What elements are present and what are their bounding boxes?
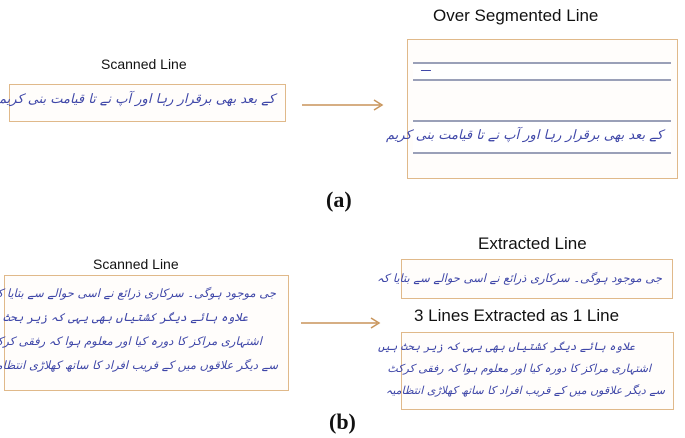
- handwritten-line-b4: سے دیگر علاقوں میں کے قریب افراد کا ساتھ…: [0, 358, 278, 372]
- extracted-line-box: جی موجود ہوگی۔ سرکاری ذرائع نے اسی حوالے…: [377, 259, 673, 299]
- over-segmented-label: Over Segmented Line: [433, 6, 599, 25]
- segment-line: کے بعد بھی برقرار رہا اور آپ نے تا قیامت…: [386, 120, 671, 154]
- scanned-line-label-b: Scanned Line: [93, 256, 179, 272]
- handwritten-merged-line-3: سے دیگر علاقوں میں کے قریب افراد کا ساتھ…: [385, 384, 665, 397]
- merged-lines-label: 3 Lines Extracted as 1 Line: [414, 306, 620, 325]
- handwritten-merged-line-1: علاوہ ہائے دیگر کشتیاں بھی یہی کہ زیر بح…: [377, 340, 635, 353]
- handwritten-fragment: ـــ: [421, 61, 431, 74]
- handwritten-segment-line: کے بعد بھی برقرار رہا اور آپ نے تا قیامت…: [385, 128, 663, 143]
- scanned-line-label-a: Scanned Line: [101, 56, 187, 72]
- handwritten-line-b3: اشتہاری مراکز کا دورہ کیا اور معلوم ہوا …: [0, 334, 262, 348]
- merged-lines-box: علاوہ ہائے دیگر کشتیاں بھی یہی کہ زیر بح…: [378, 332, 674, 410]
- caption-b: (b): [329, 409, 356, 434]
- scanned-line-box-a: کے بعد بھی برقرار رہا اور آپ نے تا قیامت…: [0, 84, 286, 122]
- arrow-icon-a: [302, 99, 384, 111]
- extracted-line-label: Extracted Line: [478, 234, 587, 253]
- handwritten-merged-line-2: اشتہاری مراکز کا دورہ کیا اور معلوم ہوا …: [387, 362, 651, 375]
- handwritten-line-b1: جی موجود ہوگی۔ سرکاری ذرائع نے اسی حوالے…: [0, 286, 276, 300]
- scanned-lines-box-b: جی موجود ہوگی۔ سرکاری ذرائع نے اسی حوالے…: [0, 275, 289, 391]
- over-segmented-box: ـــ کے بعد بھی برقرار رہا اور آپ نے تا ق…: [386, 39, 678, 179]
- segment-fragment: ـــ: [413, 61, 671, 81]
- arrow-icon-b: [301, 317, 381, 329]
- handwritten-extracted-line: جی موجود ہوگی۔ سرکاری ذرائع نے اسی حوالے…: [376, 271, 662, 285]
- handwritten-line-b2: علاوہ ہائے دیگر کشتیاں بھی یہی کہ زیر بح…: [0, 310, 248, 324]
- caption-a: (a): [326, 187, 352, 212]
- handwritten-line-a: کے بعد بھی برقرار رہا اور آپ نے تا قیامت…: [0, 92, 275, 107]
